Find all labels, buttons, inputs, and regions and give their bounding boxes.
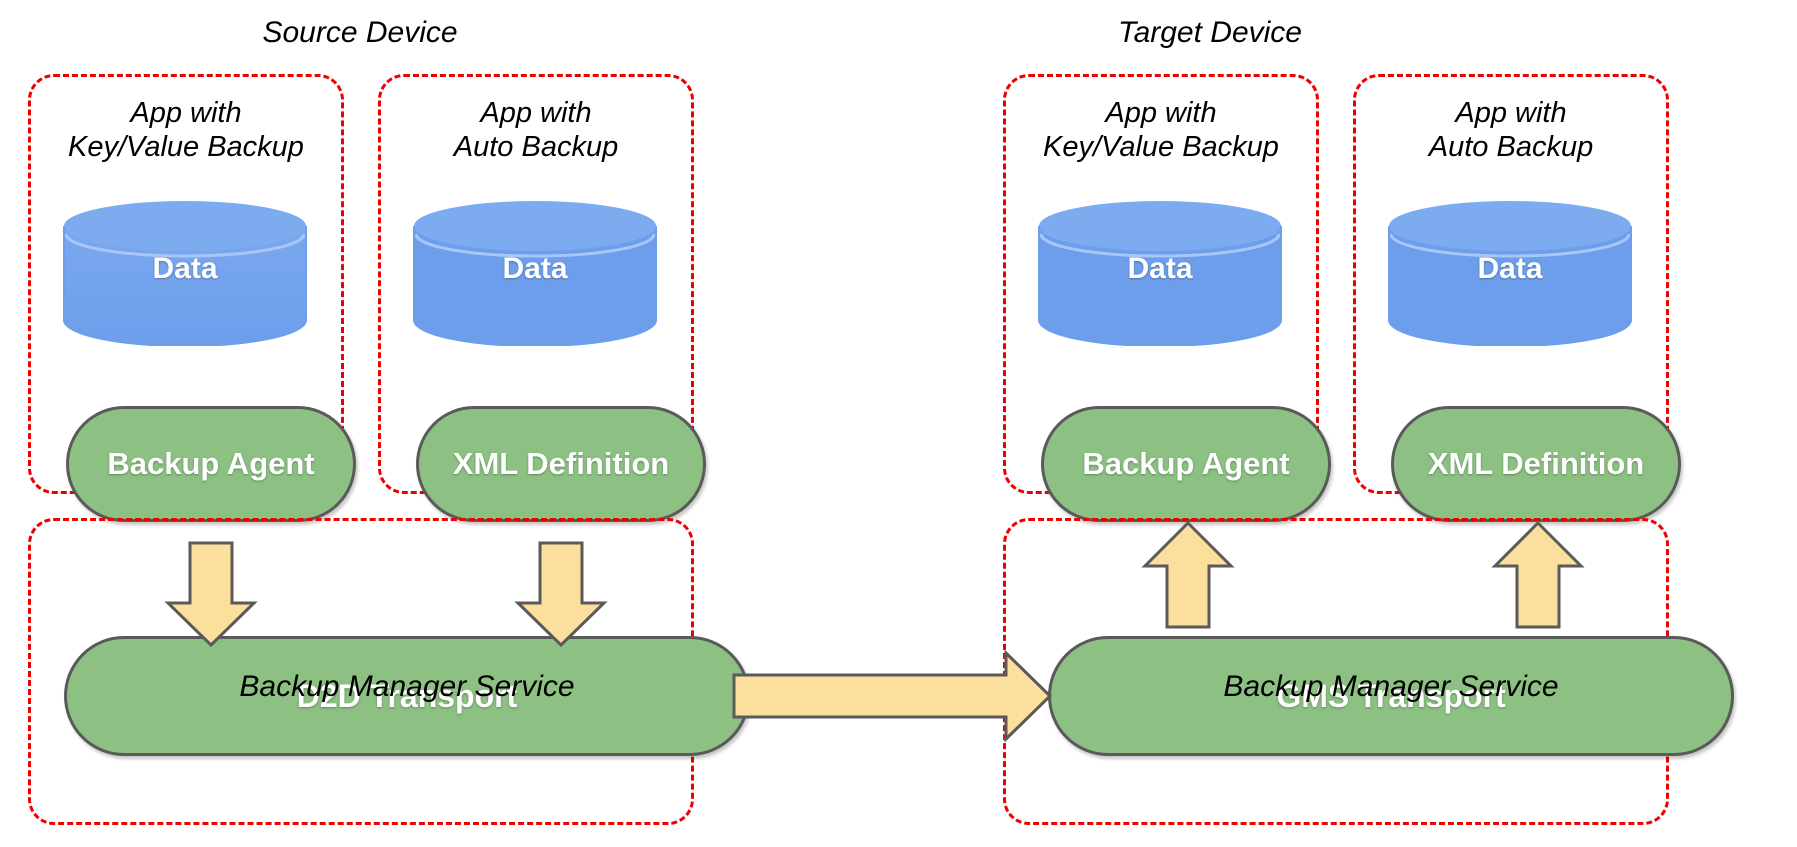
source-app-keyvalue-data-label: Data: [152, 252, 218, 285]
source-app-keyvalue-label: App with Key/Value Backup: [68, 97, 304, 163]
target-xml-definition-label: XML Definition: [1427, 446, 1645, 481]
source-app-auto-data-cylinder: Data: [412, 200, 658, 346]
target-xml-definition-box[interactable]: XML Definition: [1391, 406, 1681, 522]
target-backup-agent-label: Backup Agent: [1082, 446, 1290, 481]
source-backup-agent-box[interactable]: Backup Agent: [66, 406, 356, 522]
source-xml-definition-label: XML Definition: [452, 446, 670, 481]
source-backup-agent-label: Backup Agent: [107, 446, 315, 481]
d2d-transport-label: D2D Transport: [296, 677, 518, 714]
target-app-auto-data-cylinder: Data: [1387, 200, 1633, 346]
target-app-keyvalue-label: App with Key/Value Backup: [1043, 97, 1279, 163]
target-device-title: Target Device: [1118, 16, 1302, 49]
source-device-title: Source Device: [262, 16, 458, 49]
d2d-transport-box[interactable]: D2D Transport: [64, 636, 750, 756]
source-app-keyvalue-data-cylinder: Data: [62, 200, 308, 346]
gms-transport-label: GMS Transport: [1276, 677, 1506, 714]
arrow-gms-to-xml-definition-icon: [1491, 520, 1585, 630]
arrow-backup-agent-to-d2d-icon: [164, 541, 258, 648]
arrow-xml-definition-to-d2d-icon: [514, 541, 608, 648]
source-backup-manager-service-label: Backup Manager Service: [239, 670, 575, 703]
target-backup-manager-service-label: Backup Manager Service: [1223, 670, 1559, 703]
target-app-keyvalue-data-cylinder: Data: [1037, 200, 1283, 346]
target-app-keyvalue-data-label: Data: [1127, 252, 1193, 285]
target-app-auto-data-label: Data: [1477, 252, 1543, 285]
source-app-auto-data-label: Data: [502, 252, 568, 285]
arrow-d2d-to-gms-icon: [732, 649, 1054, 743]
arrow-gms-to-backup-agent-icon: [1141, 520, 1235, 630]
source-xml-definition-box[interactable]: XML Definition: [416, 406, 706, 522]
target-backup-agent-box[interactable]: Backup Agent: [1041, 406, 1331, 522]
gms-transport-box[interactable]: GMS Transport: [1048, 636, 1734, 756]
target-app-auto-label: App with Auto Backup: [1428, 97, 1594, 163]
source-app-auto-label: App with Auto Backup: [453, 97, 619, 163]
